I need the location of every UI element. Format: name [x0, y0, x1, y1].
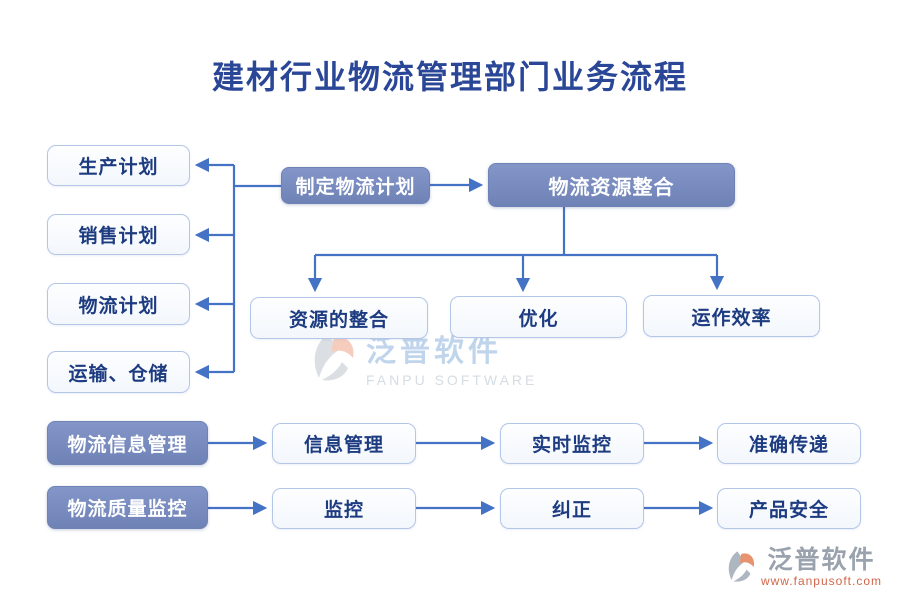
node-resource-integration: 物流资源整合: [488, 163, 735, 207]
node-operational-efficiency: 运作效率: [643, 295, 820, 337]
node-logistics-plan: 物流计划: [47, 283, 190, 325]
watermark: 泛普软件 FANPU SOFTWARE: [312, 326, 537, 388]
node-transport-warehouse: 运输、仓储: [47, 351, 190, 393]
node-production-plan: 生产计划: [47, 145, 190, 186]
footer-url: www.fanpusoft.com: [760, 574, 882, 588]
node-product-safety: 产品安全: [717, 488, 861, 529]
node-realtime-monitoring: 实时监控: [500, 423, 644, 464]
node-correction: 纠正: [500, 488, 644, 529]
node-logistics-info-management: 物流信息管理: [47, 421, 208, 465]
node-make-logistics-plan: 制定物流计划: [281, 167, 430, 204]
page-title: 建材行业物流管理部门业务流程: [211, 59, 688, 95]
footer-brand: 泛普软件: [767, 547, 876, 574]
node-accurate-delivery: 准确传递: [717, 423, 861, 464]
node-info-management: 信息管理: [272, 423, 416, 464]
node-monitoring: 监控: [272, 488, 416, 529]
node-integration-of-resources: 资源的整合: [250, 297, 428, 339]
node-logistics-quality-monitoring: 物流质量监控: [47, 486, 208, 529]
footer-logo: 泛普软件 www.fanpusoft.com: [727, 548, 882, 588]
node-optimization: 优化: [450, 296, 627, 338]
fanpu-logo-icon: [314, 334, 354, 381]
watermark-subtitle: FANPU SOFTWARE: [366, 372, 538, 388]
node-sales-plan: 销售计划: [47, 214, 190, 255]
watermark-brand: 泛普软件: [366, 335, 502, 368]
fanpu-logo-icon-small: [728, 551, 755, 582]
